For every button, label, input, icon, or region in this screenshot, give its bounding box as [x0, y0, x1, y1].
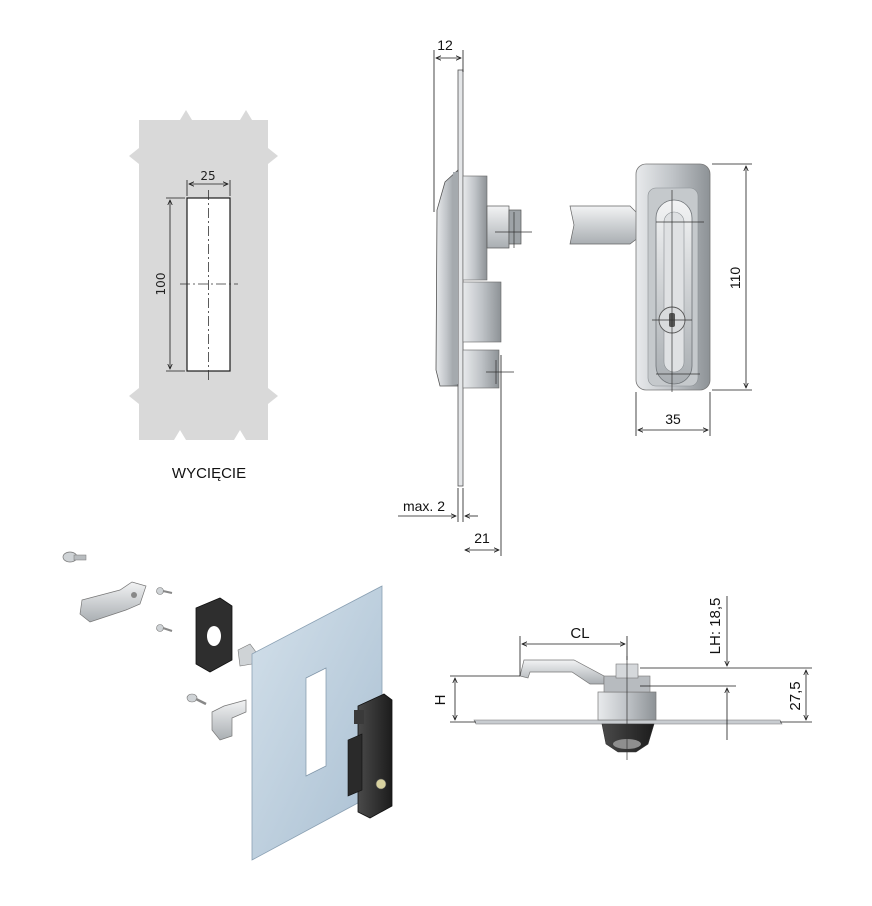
cutout-width-value: 25 [200, 169, 215, 183]
small-screw-icon [156, 587, 173, 595]
cam-detail-view: CL H LH: 18,5 27,5 [432, 596, 812, 760]
total-value: 27,5 [787, 681, 804, 710]
side-cam-spindle [486, 205, 510, 249]
side-panel-value: max. 2 [403, 498, 445, 514]
side-rear-housing [462, 175, 488, 281]
small-screw-icon-2 [156, 624, 173, 632]
front-cam-lever [569, 205, 639, 245]
side-thickness-value: 12 [437, 37, 453, 53]
side-panel-plate [457, 69, 464, 487]
cutout-view: 25 100 WYCIĘCIE [129, 110, 278, 482]
side-handle-body [435, 169, 459, 387]
side-depth-value: 21 [474, 530, 490, 546]
h-label: H [432, 695, 449, 706]
washer-screw-icon [186, 693, 207, 706]
cutout-height-value: 100 [154, 273, 168, 296]
cam-lever [519, 659, 605, 685]
screw-icon [62, 551, 87, 563]
cam-base-plate [473, 719, 783, 725]
lh-label: LH: 18,5 [707, 598, 724, 655]
front-height-value: 110 [727, 267, 743, 290]
exploded-view [62, 551, 393, 861]
cl-label: CL [570, 625, 589, 642]
handle-lock-icon [375, 778, 387, 790]
cam-bracket [79, 581, 147, 623]
l-bracket [211, 699, 247, 741]
front-width-value: 35 [665, 411, 681, 427]
cutout-label: WYCIĘCIE [172, 465, 246, 482]
panel-cutout [305, 667, 327, 777]
front-view: 110 35 [569, 163, 752, 436]
side-view: 12 max. 2 21 [398, 37, 532, 556]
